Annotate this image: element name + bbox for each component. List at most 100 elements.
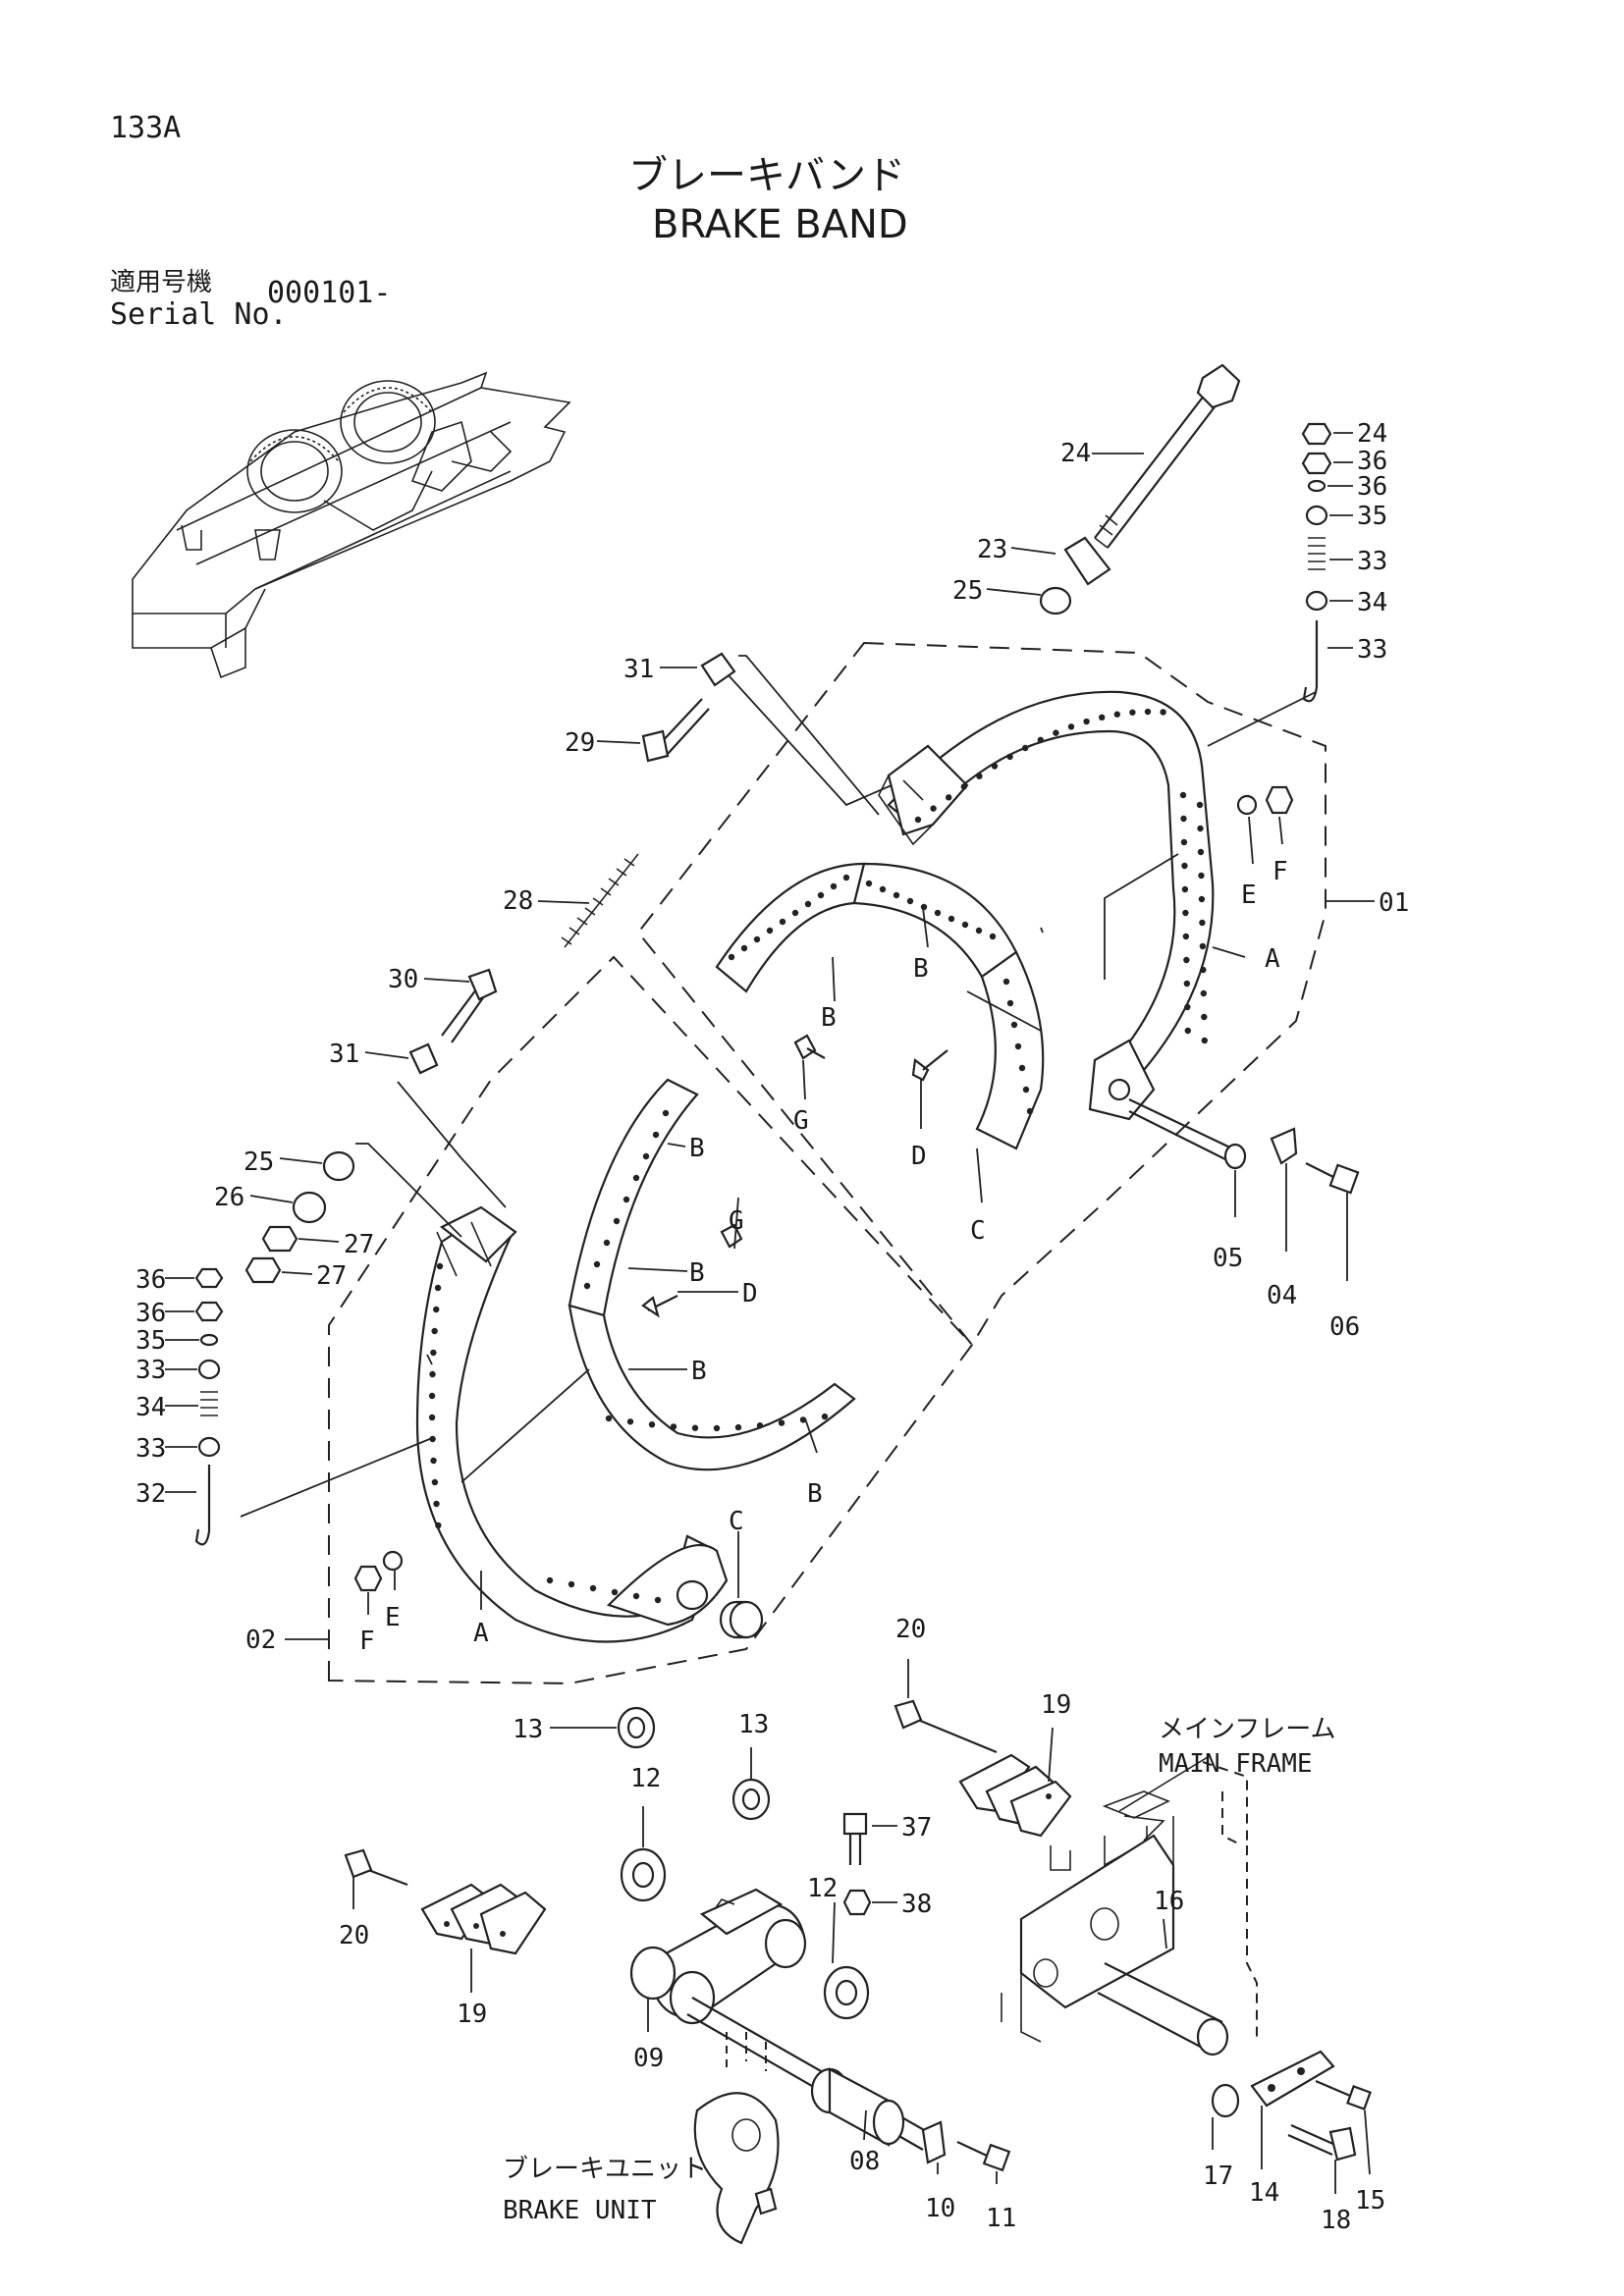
rivet-hole (865, 880, 873, 887)
rivet-hole (1160, 709, 1166, 716)
rivet-hole (1196, 801, 1204, 809)
rivet-hole (1184, 1027, 1192, 1035)
rivet-hole (976, 773, 983, 779)
title-japanese: ブレーキバンド (628, 153, 905, 198)
rivet-hole (821, 1413, 829, 1420)
callout-25-lower: 25 (244, 1148, 274, 1177)
callout-08: 08 (849, 2147, 880, 2176)
rivet-hole (546, 1576, 554, 1584)
rivet-hole (1197, 825, 1204, 832)
serial-label-japanese: 適用号機 (110, 268, 212, 297)
callout-37: 37 (901, 1813, 932, 1842)
rivet-hole (1006, 999, 1014, 1007)
callout-G-lower: G (729, 1206, 744, 1236)
callout-13a: 13 (513, 1715, 543, 1744)
callout-12a: 12 (630, 1764, 661, 1793)
callout-13b: 13 (738, 1710, 769, 1739)
linkage-and-main-frame (344, 1699, 1372, 2245)
upper-lining-c (975, 950, 1045, 1150)
rivet-hole (914, 816, 922, 824)
rivet-hole (728, 953, 735, 961)
rivet-hole (603, 1239, 611, 1247)
rivet-hole (1182, 933, 1190, 940)
rivet-hole (430, 1349, 437, 1357)
upper-band-a-rivet-holes (914, 708, 1209, 1044)
rivet-hole (1199, 919, 1206, 927)
upper-brake-band-assembly (408, 363, 1360, 1347)
rivet-hole (1099, 714, 1106, 721)
callout-26: 26 (214, 1183, 244, 1212)
rivet-hole (589, 1584, 597, 1592)
callout-34-lower: 34 (135, 1393, 166, 1422)
upper-lining-b-left (715, 862, 866, 993)
rivet-hole (654, 1596, 662, 1604)
callout-B-upper-1: B (821, 1003, 837, 1033)
callout-19-left: 19 (457, 2000, 487, 2029)
callout-14: 14 (1249, 2178, 1279, 2208)
rivet-hole (605, 1415, 613, 1422)
callout-19-right: 19 (1041, 1690, 1071, 1720)
rivet-hole (961, 921, 969, 929)
rivet-hole (1180, 815, 1187, 823)
rivet-hole (433, 1500, 440, 1508)
lower-lining-b-top (568, 1078, 699, 1317)
rivet-hole (652, 1131, 660, 1139)
rivet-hole (1113, 711, 1121, 718)
rivet-hole (906, 897, 914, 905)
rivet-hole (960, 783, 967, 790)
rivet-hole (593, 1260, 601, 1268)
rivet-hole (779, 918, 786, 926)
callout-34: 33 (1357, 547, 1387, 576)
callout-G-upper: G (793, 1106, 809, 1136)
serial-value: 000101- (267, 276, 391, 310)
upper-group-boundary (636, 641, 1326, 1347)
callout-36c: 36 (135, 1265, 166, 1295)
rivet-hole (583, 1282, 591, 1290)
callout-36d: 36 (135, 1299, 166, 1328)
rivet-hole (804, 900, 812, 908)
rivet-hole (1037, 736, 1045, 744)
callout-38: 38 (901, 1890, 932, 1919)
callout-36b: 36 (1357, 447, 1387, 476)
rivet-hole (1198, 872, 1205, 880)
callout-15: 15 (1355, 2186, 1385, 2216)
lower-lining-b-bottom (568, 1304, 856, 1471)
rivet-hole (428, 1414, 436, 1421)
callout-D-lower: D (742, 1279, 758, 1308)
upper-lining-b-right (852, 862, 1018, 979)
callout-E-upper: E (1241, 881, 1257, 910)
rivet-hole (431, 1478, 439, 1486)
rivet-hole (830, 882, 838, 890)
rivet-hole (934, 909, 942, 917)
lower-band-rivet-holes (428, 1109, 829, 1604)
callout-35: 36 (1357, 472, 1387, 502)
callout-B-lower-1: B (689, 1134, 705, 1163)
part-callouts: 24 36 36 35 33 34 33 24 23 25 31 29 28 3… (135, 419, 1409, 2235)
callout-28: 28 (503, 886, 533, 916)
rivet-hole (753, 935, 761, 943)
rivet-hole (1200, 966, 1207, 974)
rivet-hole (1198, 895, 1206, 903)
rivet-hole (691, 1424, 699, 1431)
rivet-hole (431, 1327, 438, 1335)
rivet-hole (648, 1420, 656, 1428)
rivet-hole (1002, 978, 1010, 986)
rivet-hole (817, 891, 825, 899)
callout-09: 09 (633, 2044, 664, 2073)
callout-D-upper: D (911, 1142, 927, 1171)
callout-16: 16 (1154, 1887, 1184, 1916)
adjuster-hardware (408, 652, 736, 1075)
rivet-hole (879, 885, 887, 893)
rivet-hole (436, 1262, 444, 1270)
rivet-hole (734, 1423, 742, 1431)
callout-32a: 33 (1357, 635, 1387, 665)
rivet-hole (1183, 980, 1191, 988)
callout-20-left: 20 (339, 1921, 369, 1950)
rivet-hole (429, 1370, 436, 1378)
rivet-hole (435, 1522, 442, 1529)
rivet-hole (1182, 909, 1189, 917)
rivet-hole (626, 1418, 634, 1425)
rivet-hole (1184, 1003, 1191, 1011)
rivet-hole (1022, 744, 1029, 752)
rivet-hole (740, 944, 748, 952)
